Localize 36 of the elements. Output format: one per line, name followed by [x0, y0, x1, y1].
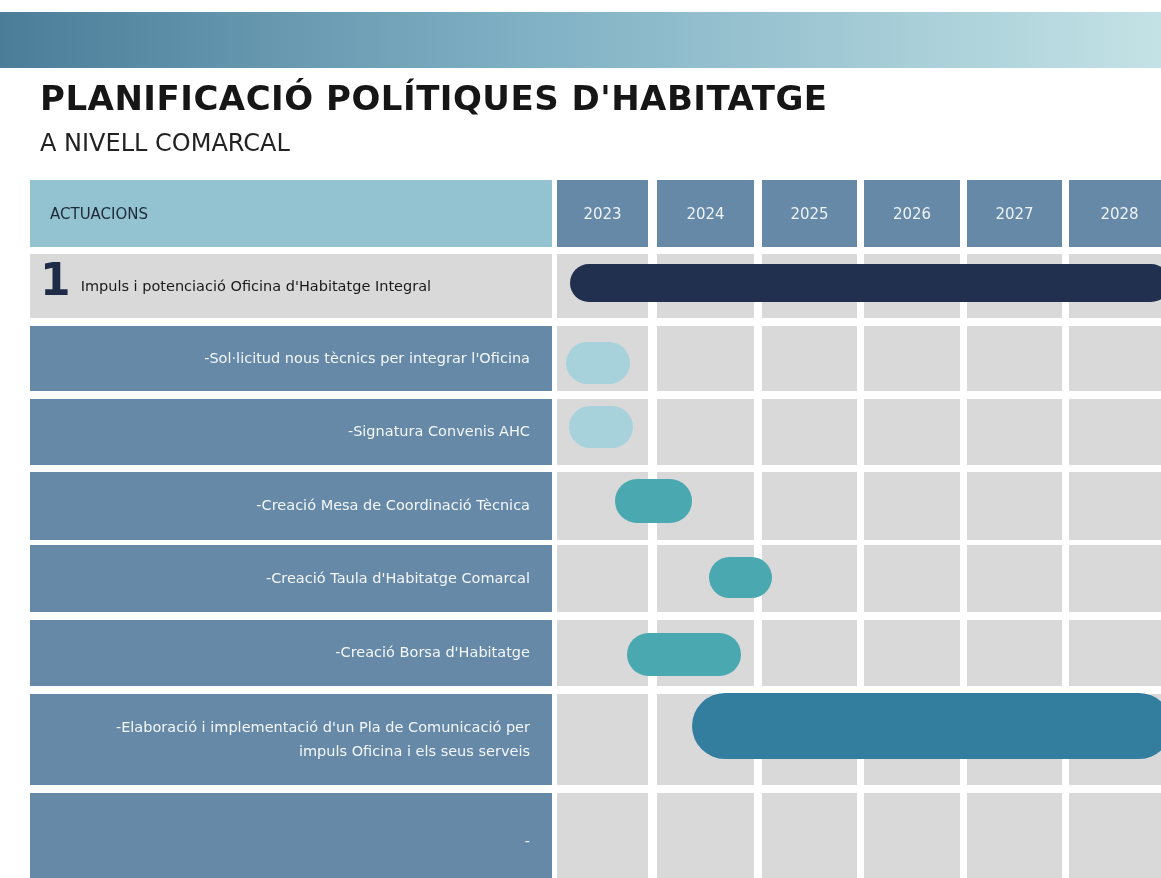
action-row	[30, 472, 552, 540]
title: PLANIFICACIÓ POLÍTIQUES D'HABITATGE	[40, 78, 828, 118]
row-label: 2028	[1100, 204, 1139, 223]
timeline-bar	[627, 633, 741, 676]
year-header	[762, 180, 857, 247]
timeline-bar	[692, 693, 1161, 759]
row-label: -Creació Mesa de Coordinació Tècnica	[256, 496, 530, 516]
year-header	[864, 180, 960, 247]
row-label: ACTUACIONS	[50, 204, 149, 223]
year-header	[967, 180, 1062, 247]
action-row	[30, 694, 552, 785]
item-number: 1	[40, 258, 71, 302]
year-header	[657, 180, 754, 247]
action-row	[30, 399, 552, 465]
row-label: -	[524, 831, 530, 851]
row-label: 2026	[892, 204, 932, 223]
row-label: -Sol·licitud nous tècnics per integrar l'Oficina	[204, 348, 530, 368]
row-label: -Signatura Convenis AHC	[347, 422, 530, 442]
action-row	[30, 620, 552, 686]
row-label: 2027	[995, 204, 1034, 223]
action-row	[30, 254, 552, 318]
row-label: 2025	[790, 204, 829, 223]
subtitle: A NIVELL COMARCAL	[40, 129, 290, 157]
row-label: -Elaboració i implementació d'un Pla de Comunicació per impuls Oficina i els seus serveis	[114, 718, 530, 761]
year-header	[557, 180, 648, 247]
column-header	[30, 180, 552, 247]
action-row	[30, 793, 552, 878]
action-row	[30, 545, 552, 612]
row-label: -Creació Borsa d'Habitatge	[335, 643, 530, 663]
year-header	[1069, 180, 1161, 247]
row-label: 2024	[686, 204, 725, 223]
row-label: 2023	[583, 204, 622, 223]
timeline-bar	[570, 264, 1161, 302]
action-row	[30, 326, 552, 391]
row-label: -Creació Taula d'Habitatge Comarcal	[265, 568, 530, 588]
row-label: Impuls i potenciació Oficina d'Habitatge Integral	[80, 278, 432, 294]
